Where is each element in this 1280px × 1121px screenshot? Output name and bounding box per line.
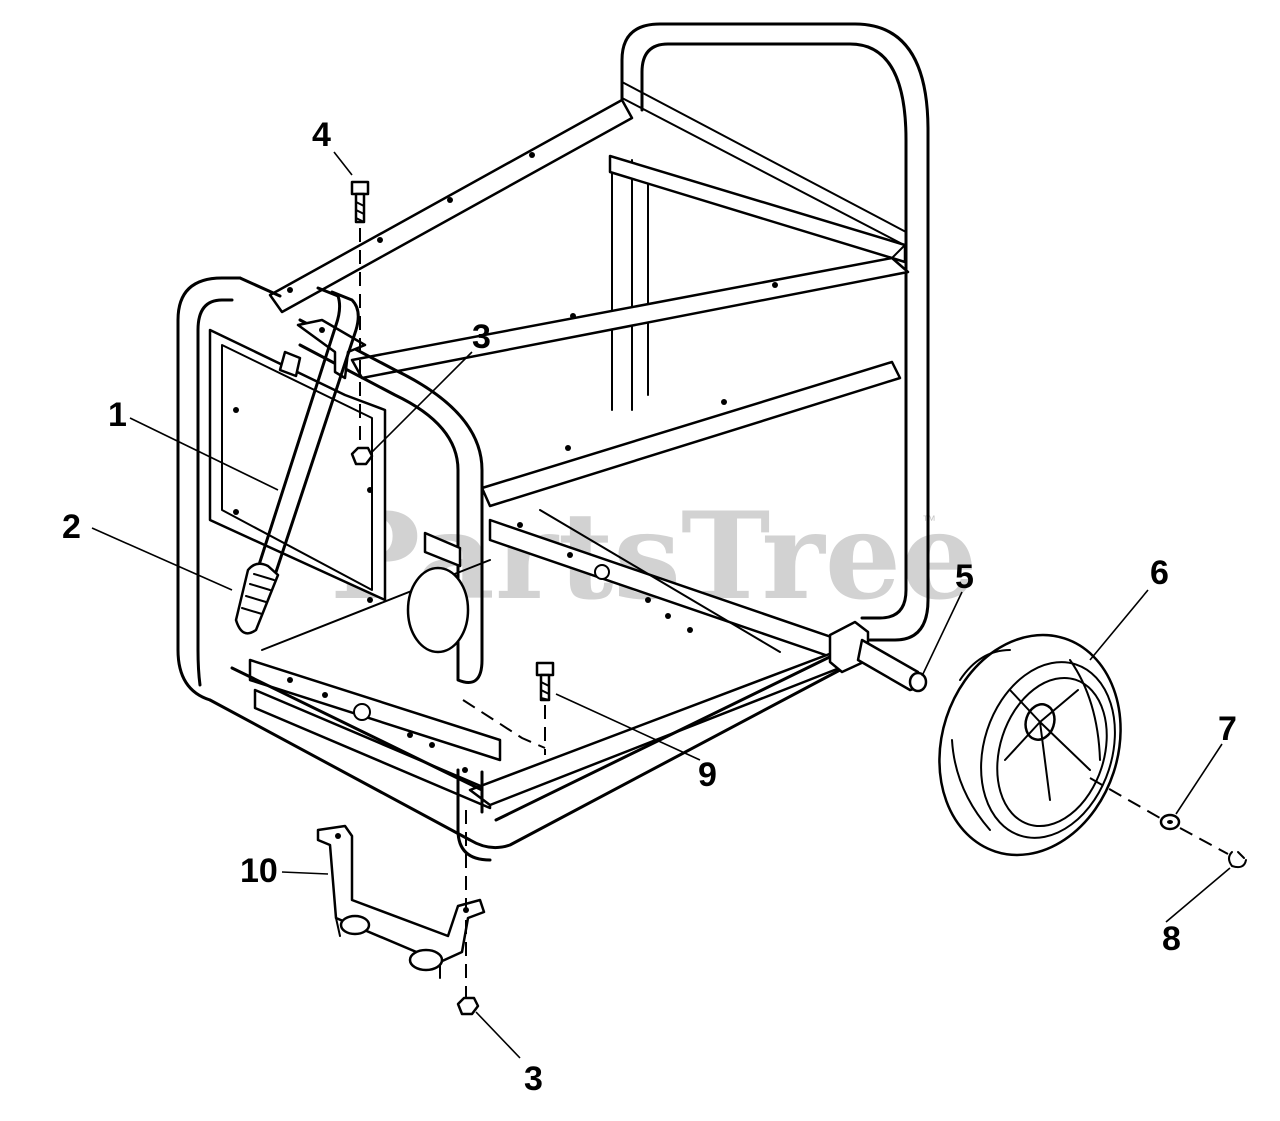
callout-6: 6	[1150, 554, 1169, 592]
control-panel	[208, 328, 470, 654]
rear-frame-loop	[608, 22, 930, 642]
callout-8: 8	[1162, 920, 1181, 958]
bolt-top	[350, 180, 370, 440]
nut-lower	[456, 996, 480, 1016]
leader-lines	[91, 151, 1231, 1059]
mounting-bracket	[316, 810, 486, 1000]
axle	[828, 620, 928, 693]
bolt-lower	[462, 661, 555, 755]
wheel	[938, 633, 1122, 857]
callout-2: 2	[62, 508, 81, 546]
callout-10: 10	[240, 852, 278, 890]
top-bracket	[296, 318, 367, 380]
callout-3-lower: 3	[524, 1060, 543, 1098]
nut-upper	[350, 446, 374, 466]
callout-7: 7	[1218, 710, 1237, 748]
handle-grip	[234, 286, 360, 635]
callout-9: 9	[698, 756, 717, 794]
middle-cross-bar	[480, 360, 902, 508]
callout-5: 5	[955, 558, 974, 596]
callout-1: 1	[108, 396, 127, 434]
callout-3-upper: 3	[472, 318, 491, 356]
top-rails	[268, 98, 910, 380]
e-clip	[1228, 851, 1247, 869]
front-frame-loop	[176, 276, 850, 862]
callout-4: 4	[312, 116, 331, 154]
wheel-axis-dashline	[1089, 777, 1161, 819]
